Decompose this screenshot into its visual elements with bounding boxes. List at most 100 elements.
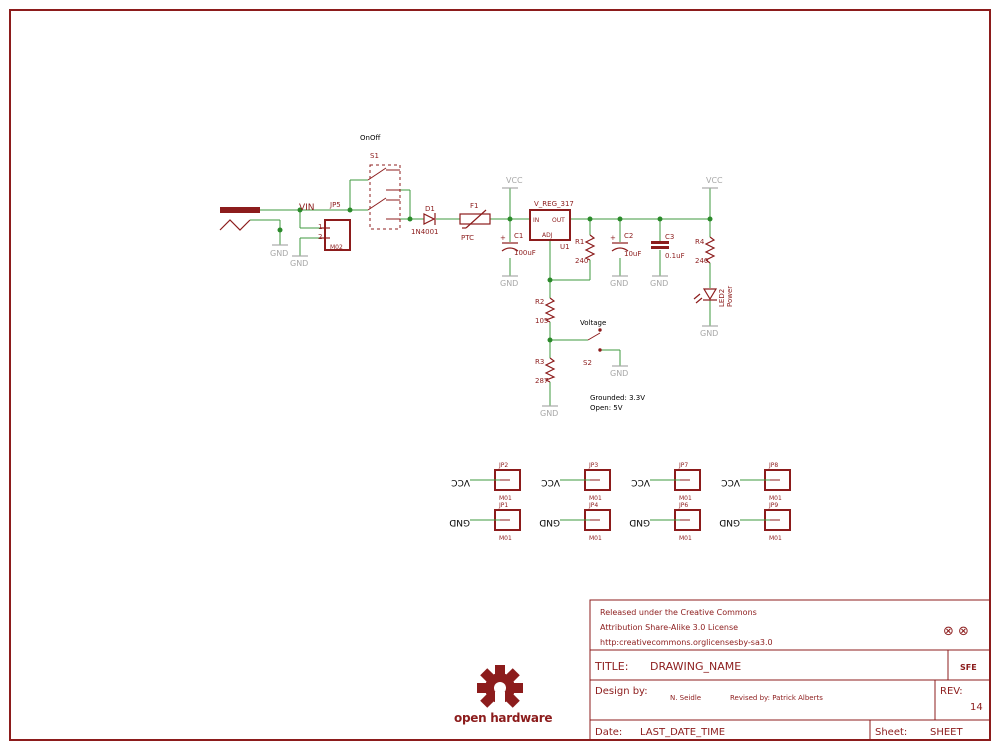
gnd-label: GND bbox=[500, 279, 518, 288]
r2-ref: R2 bbox=[535, 298, 544, 306]
f1-value: PTC bbox=[461, 234, 474, 242]
c1-value: 100uF bbox=[514, 249, 536, 257]
vcc-label: VCC bbox=[706, 176, 723, 185]
resistor-r3 bbox=[544, 357, 556, 383]
u1-value: V_REG_317 bbox=[534, 200, 574, 208]
resistor-r2 bbox=[544, 297, 556, 323]
header-ref: JP6 bbox=[678, 502, 688, 509]
led2-ref: LED2 bbox=[718, 289, 726, 307]
r1-value: 240 bbox=[575, 257, 588, 265]
gnd-label: GND bbox=[610, 369, 628, 378]
header-value: M01 bbox=[679, 495, 692, 502]
header-value: M01 bbox=[499, 535, 512, 542]
jumper-note-line2: Open: 5V bbox=[590, 404, 623, 412]
d1-value: 1N4001 bbox=[411, 228, 439, 236]
license-line-2: Attribution Share-Alike 3.0 License bbox=[600, 623, 738, 632]
header-value: M01 bbox=[769, 535, 782, 542]
header-value: M01 bbox=[499, 495, 512, 502]
c2-ref: C2 bbox=[624, 232, 633, 240]
design-label: Design by: bbox=[595, 686, 648, 697]
jumper-note-line1: Grounded: 3.3V bbox=[590, 394, 645, 402]
s2-label: Voltage bbox=[580, 319, 606, 327]
license-line-1: Released under the Creative Commons bbox=[600, 608, 757, 617]
r3-ref: R3 bbox=[535, 358, 544, 366]
header-net-label: VCC bbox=[721, 477, 740, 487]
junctions bbox=[277, 207, 713, 343]
header-ref: JP3 bbox=[588, 462, 598, 469]
component-labels: VIN JP5 1 2 M02 OnOff S1 D1 1N4001 F1 PT… bbox=[299, 134, 734, 412]
title-block-text: Released under the Creative Commons Attr… bbox=[594, 608, 983, 738]
power-jack-symbol bbox=[219, 207, 260, 231]
header-ref: JP1 bbox=[498, 502, 508, 509]
title-value: DRAWING_NAME bbox=[650, 660, 741, 673]
capacitor-c3 bbox=[651, 241, 669, 249]
diode-d1 bbox=[423, 213, 436, 225]
gear-icon bbox=[477, 665, 523, 712]
revised-by: Revised by: Patrick Alberts bbox=[730, 694, 823, 702]
led-led2 bbox=[693, 288, 718, 304]
c2-value: 10uF bbox=[624, 250, 641, 258]
header-labels: JP2 M01 VCC JP3 M01 VCC JP7 M01 VCC JP8 … bbox=[449, 462, 782, 542]
vin-net-label: VIN bbox=[299, 203, 315, 213]
fuse-f1 bbox=[459, 209, 491, 229]
gnd-label: GND bbox=[650, 279, 668, 288]
designer-name: N. Seidle bbox=[670, 694, 701, 702]
gnd-label: GND bbox=[610, 279, 628, 288]
gnd-label: GND bbox=[290, 259, 308, 268]
header-wires bbox=[470, 479, 770, 521]
open-hardware-logo: open hardware bbox=[454, 665, 553, 725]
net-labels: GND GND GND GND GND GND GND GND VCC VCC bbox=[270, 176, 723, 418]
company-code: SFE bbox=[960, 663, 977, 672]
header-ref: JP8 bbox=[768, 462, 778, 469]
r4-ref: R4 bbox=[695, 238, 705, 246]
header-net-label: VCC bbox=[541, 477, 560, 487]
gnd-label: GND bbox=[270, 249, 288, 258]
header-value: M01 bbox=[679, 535, 692, 542]
connector-jp5 bbox=[320, 219, 351, 251]
open-hardware-text: open hardware bbox=[454, 711, 552, 725]
header-ref: JP9 bbox=[768, 502, 778, 509]
header-ref: JP2 bbox=[498, 462, 508, 469]
c3-value: 0.1uF bbox=[665, 252, 685, 260]
gnd-label: GND bbox=[540, 409, 558, 418]
date-value: LAST_DATE_TIME bbox=[640, 727, 725, 738]
header-net-label: VCC bbox=[451, 477, 470, 487]
jp5-pin2: 2 bbox=[318, 233, 322, 241]
sheet-label: Sheet: bbox=[875, 727, 907, 738]
capacitor-c2 bbox=[611, 242, 629, 252]
u1-pin-adj: ADJ bbox=[542, 232, 553, 239]
f1-ref: F1 bbox=[470, 202, 478, 210]
date-label: Date: bbox=[595, 727, 622, 738]
resistor-r1 bbox=[584, 234, 596, 261]
capacitor-c1 bbox=[501, 242, 519, 252]
vcc-label: VCC bbox=[506, 176, 523, 185]
c1-ref: C1 bbox=[514, 232, 523, 240]
header-value: M01 bbox=[769, 495, 782, 502]
s1-ref: S1 bbox=[370, 152, 379, 160]
u1-pin-out: OUT bbox=[552, 217, 565, 224]
header-net-label: GND bbox=[539, 517, 560, 527]
header-net-label: GND bbox=[449, 517, 470, 527]
s1-label: OnOff bbox=[360, 134, 380, 142]
header-ref: JP7 bbox=[678, 462, 688, 469]
s2-ref: S2 bbox=[583, 359, 592, 367]
ground-symbols bbox=[272, 244, 718, 407]
regulator-u1 bbox=[529, 209, 571, 241]
c2-plus: + bbox=[610, 234, 616, 242]
switch-s1 bbox=[367, 164, 401, 230]
title-block bbox=[589, 599, 991, 741]
jp5-ref: JP5 bbox=[329, 201, 341, 209]
header-value: M01 bbox=[589, 535, 602, 542]
header-pins bbox=[500, 479, 780, 521]
rev-value: 14 bbox=[970, 702, 983, 713]
sheet-value: SHEET bbox=[930, 727, 964, 738]
c1-plus: + bbox=[500, 234, 506, 242]
u1-ref: U1 bbox=[560, 243, 570, 251]
d1-ref: D1 bbox=[425, 205, 435, 213]
r3-value: 287 bbox=[535, 377, 548, 385]
r2-value: 105 bbox=[535, 317, 548, 325]
header-net-label: VCC bbox=[631, 477, 650, 487]
header-value: M01 bbox=[589, 495, 602, 502]
jp5-value: M02 bbox=[330, 244, 343, 251]
